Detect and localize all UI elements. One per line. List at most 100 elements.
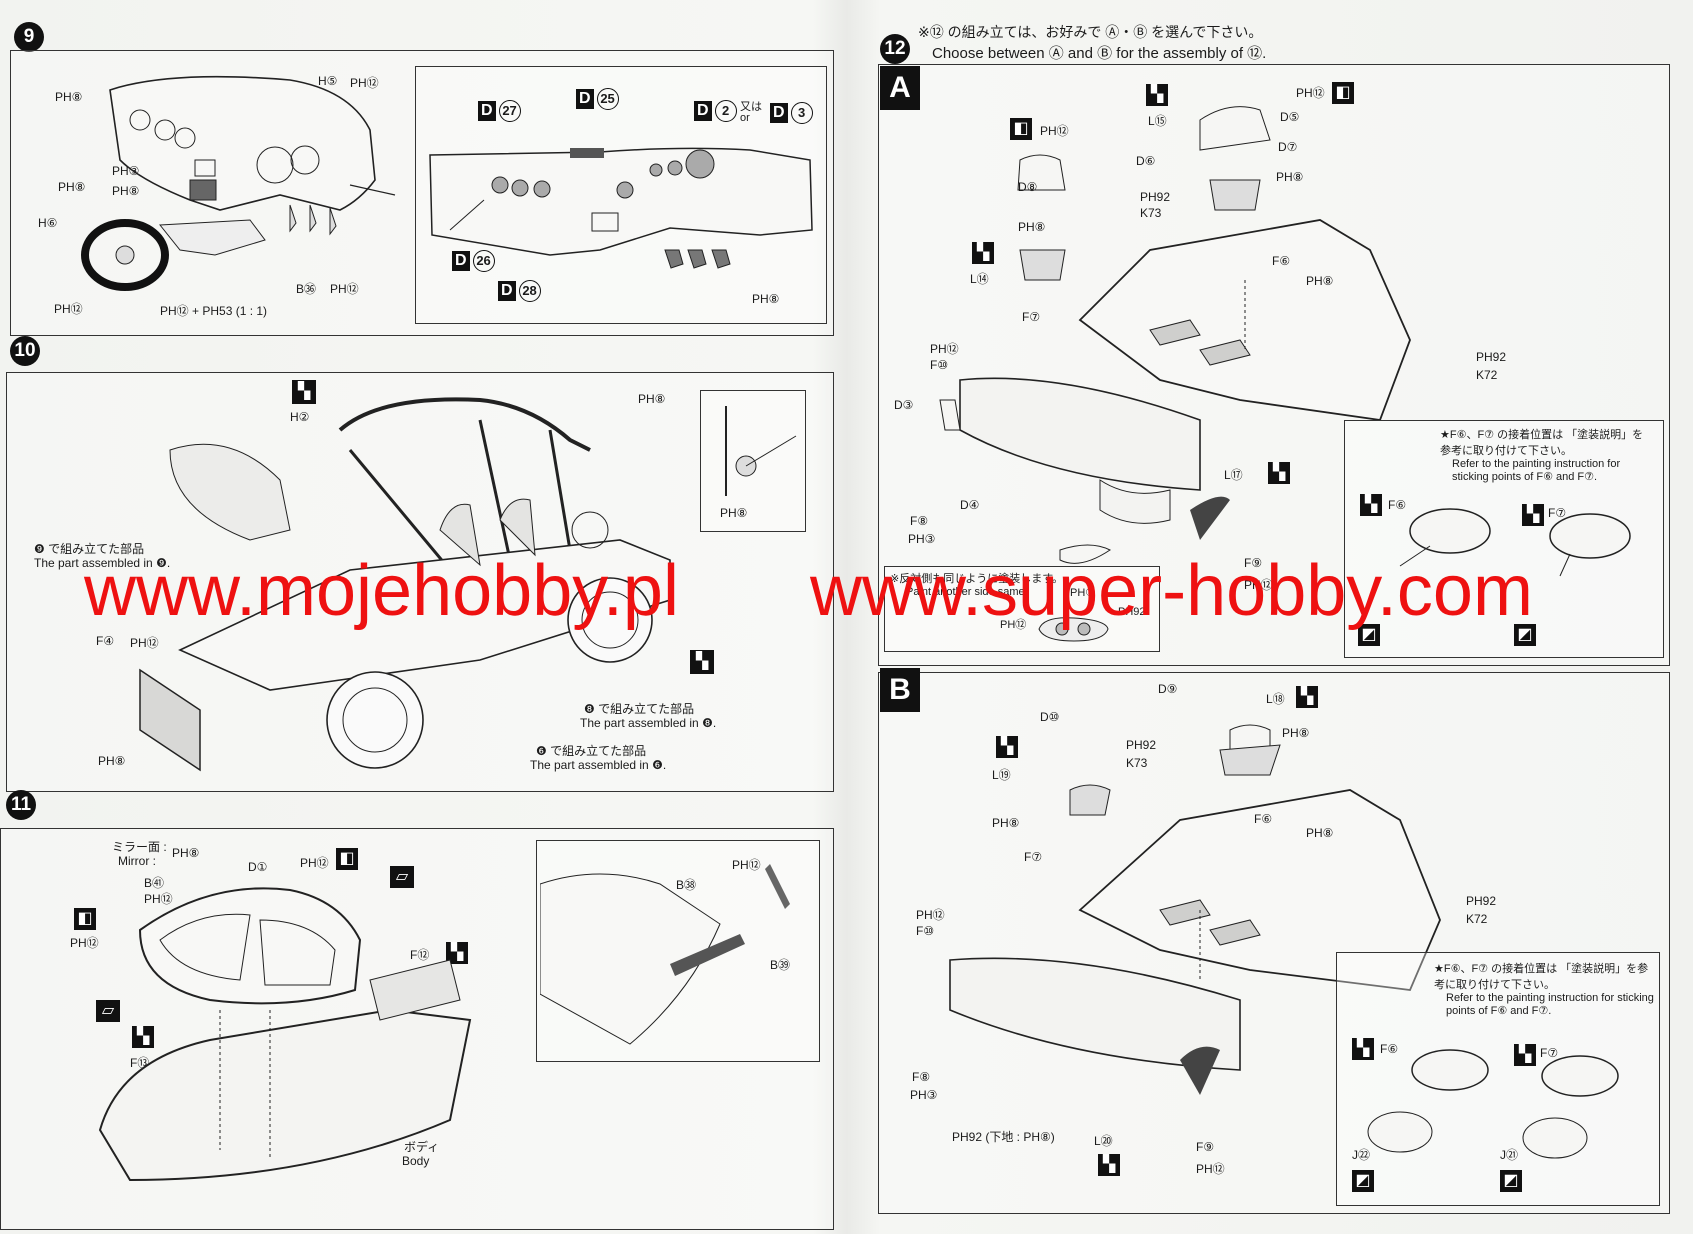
a-label-l14: L⑭	[970, 272, 989, 286]
a-other-side-ph92: PH92	[1118, 606, 1146, 618]
b-label-ph8-c: PH⑧	[1306, 826, 1334, 840]
label-ph12-b36: PH⑫	[330, 282, 359, 296]
a-label-d3: D③	[894, 398, 914, 412]
label-ph12-left: PH⑫	[70, 936, 99, 950]
label-h6: H⑥	[38, 216, 58, 230]
a-label-d6: D⑥	[1136, 154, 1156, 168]
b-label-ph92-base: PH92 (下地 : PH⑧)	[952, 1130, 1055, 1144]
dashboard-detail-diagram	[429, 147, 813, 269]
paint-icon-step11-left: ◧	[74, 908, 96, 930]
label-b38: B㊳	[676, 878, 697, 892]
b-label-f6: F⑥	[1254, 812, 1273, 826]
b-label-k73: K73	[1126, 756, 1148, 770]
note-step6-part-en: The part assembled in ❻.	[530, 758, 667, 772]
label-body-en: Body	[402, 1154, 430, 1168]
label-ph12-top: PH⑫	[350, 76, 379, 90]
label-d1: D①	[248, 860, 268, 874]
a-paint-icon-top: ◧	[1332, 82, 1354, 104]
b-label-ph8-b: PH⑧	[992, 816, 1020, 830]
label-f12: F⑫	[410, 948, 430, 962]
body-window-diagram	[98, 887, 472, 1182]
a-paint-icon-ph12: ◧	[1010, 118, 1032, 140]
a-other-side-en: Paint another side same.	[906, 586, 1028, 598]
a-headlight-detail	[1038, 617, 1109, 642]
label-ph8-inset: PH⑧	[720, 506, 748, 520]
label-ph12-inset: PH⑫	[732, 858, 761, 872]
front-body-diagram-a	[939, 106, 1411, 564]
step-9-badge: 9	[14, 22, 44, 52]
label-ph8-mirror: PH⑧	[172, 846, 200, 860]
b-label-ph3: PH③	[910, 1088, 938, 1102]
variant-a-label: A	[880, 66, 920, 110]
label-ph12-f4: PH⑫	[130, 636, 159, 650]
label-ph8-left: PH⑧	[58, 180, 86, 194]
b-label-l18: L⑱	[1266, 692, 1285, 706]
b-label-f7: F⑦	[1024, 850, 1043, 864]
a-other-side-ph12: PH⑫	[1000, 619, 1027, 631]
b-label-f8: F⑧	[912, 1070, 931, 1084]
label-b36: B㊱	[296, 282, 317, 296]
label-body-jp: ボディ	[404, 1140, 440, 1154]
label-f4: F④	[96, 634, 115, 648]
a-inset-paint-f6: ▚	[1360, 494, 1382, 516]
label-h2: H②	[290, 410, 310, 424]
a-paint-icon-l17: ▚	[1268, 462, 1290, 484]
paint-icon-f12: ▚	[446, 942, 468, 964]
b-label-l19: L⑲	[992, 768, 1011, 782]
note-step9-part-jp: ❾ で組み立てた部品	[34, 542, 145, 556]
label-mirror-en: Mirror :	[118, 854, 156, 868]
b-mirror-details	[1367, 1049, 1619, 1159]
label-b41: B㊶	[144, 876, 165, 890]
b-label-j22: J㉒	[1352, 1148, 1371, 1162]
step-12-header-en: Choose between Ⓐ and Ⓑ for the assembly …	[932, 45, 1267, 62]
b-label-d9: D⑨	[1158, 682, 1178, 696]
b-paint-icon-l19: ▚	[996, 736, 1018, 758]
rear-panel-part	[139, 668, 201, 772]
label-ph3: PH③	[112, 164, 140, 178]
a-label-ph12-b: PH⑫	[1040, 124, 1069, 138]
a-label-l17: L⑰	[1224, 468, 1243, 482]
a-glue-icon-right: ◩	[1514, 624, 1536, 646]
paint-icon-step11: ◧	[336, 848, 358, 870]
decal-icon-left: ▱	[96, 1000, 120, 1022]
a-other-side-box	[884, 566, 1160, 652]
b-paint-icon-l20: ▚	[1098, 1154, 1120, 1176]
a-label-ph92: PH92	[1140, 190, 1171, 204]
b-label-ph12: PH⑫	[916, 908, 945, 922]
b-label-ph92-right: PH92	[1466, 894, 1497, 908]
variant-b-label: B	[880, 668, 920, 712]
b-paint-icon-l18: ▚	[1296, 686, 1318, 708]
a-glue-icon-left: ◩	[1358, 624, 1380, 646]
label-mirror-jp: ミラー面 :	[112, 840, 167, 854]
a-label-f8: F⑧	[910, 514, 929, 528]
step-12-badge: 12	[880, 34, 910, 64]
label-ph8-step10-top: PH⑧	[638, 392, 666, 406]
b-inset-label-f7: F⑦	[1540, 1046, 1559, 1060]
note-step8-part-en: The part assembled in ❽.	[580, 716, 717, 730]
paint-icon-f13: ▚	[132, 1026, 154, 1048]
decal-icon: ▱	[390, 866, 414, 888]
b-sticking-note-en: Refer to the painting instruction for st…	[1446, 992, 1654, 1017]
a-mirror-details	[1399, 508, 1631, 577]
a-paint-icon-l14: ▚	[972, 242, 994, 264]
a-label-f7: F⑦	[1022, 310, 1041, 324]
note-step6-part-jp: ❻ で組み立てた部品	[536, 744, 647, 758]
a-inset-paint-f7: ▚	[1522, 504, 1544, 526]
or-label-en: or	[740, 112, 750, 124]
a-label-ph92-right: PH92	[1476, 350, 1507, 364]
paint-icon: ▚	[292, 380, 316, 404]
a-label-ph12-top: PH⑫	[1296, 86, 1325, 100]
a-label-d8: D⑧	[1018, 180, 1038, 194]
note-step9-part-en: The part assembled in ❾.	[34, 556, 171, 570]
a-label-ph8-a: PH⑧	[1276, 170, 1304, 184]
a-label-f9: F⑨	[1244, 556, 1263, 570]
a-inset-label-f7: F⑦	[1548, 506, 1567, 520]
a-label-d4: D④	[960, 498, 980, 512]
a-label-ph8-b: PH⑧	[1018, 220, 1046, 234]
a-label-ph3: PH③	[908, 532, 936, 546]
a-label-ph8-c: PH⑧	[1306, 274, 1334, 288]
label-ph8-mid: PH⑧	[112, 184, 140, 198]
